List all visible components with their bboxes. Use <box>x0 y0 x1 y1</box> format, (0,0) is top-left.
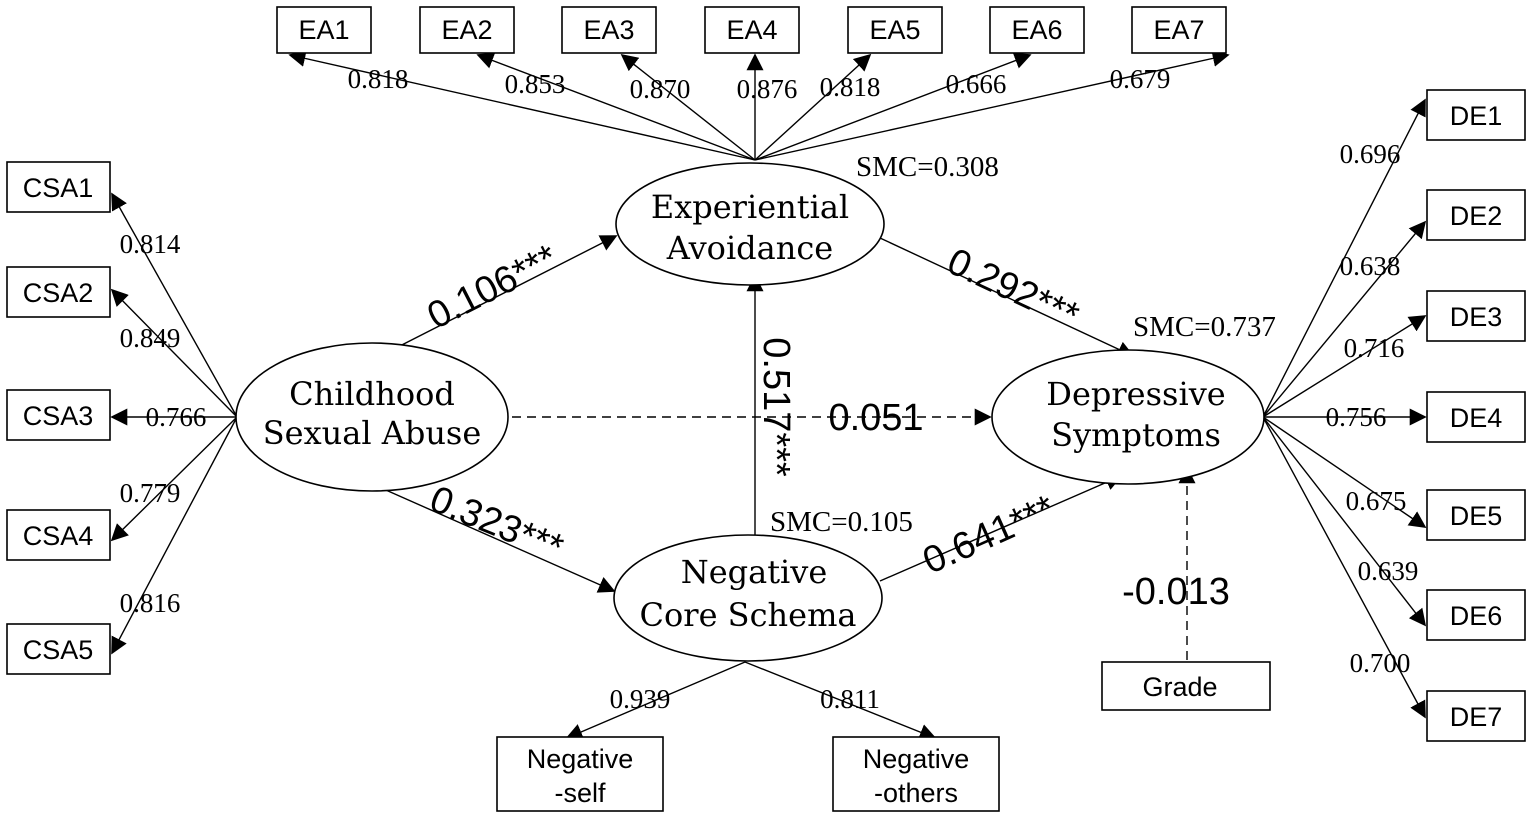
loading-de4: 0.756 <box>1326 402 1387 432</box>
indicator-csa5: CSA5 <box>23 635 94 665</box>
indicator-de6: DE6 <box>1450 601 1503 631</box>
loading-ea7: 0.679 <box>1110 64 1171 94</box>
grade-indicator: Grade <box>1101 661 1271 711</box>
indicator-negative-self-line1: Negative <box>527 744 634 774</box>
latent-ncs-line1: Negative <box>681 553 828 591</box>
indicator-de2: DE2 <box>1450 201 1503 231</box>
ea-indicators: EA1 EA2 EA3 EA4 EA5 EA6 EA7 <box>276 6 1227 54</box>
indicator-negative-others-line2: -others <box>874 778 958 808</box>
indicator-ea1: EA1 <box>298 15 349 45</box>
loading-csa2: 0.849 <box>120 323 181 353</box>
coef-ncs-ds: 0.641*** <box>917 487 1062 582</box>
indicator-negative-self-line2: -self <box>554 778 606 808</box>
loading-ea3: 0.870 <box>630 74 691 104</box>
smc-labels: SMC=0.308 SMC=0.737 SMC=0.105 <box>770 151 1276 538</box>
loading-ea6: 0.666 <box>946 69 1007 99</box>
loading-csa5: 0.816 <box>120 588 181 618</box>
loading-ea2: 0.853 <box>505 69 566 99</box>
smc-ea: SMC=0.308 <box>856 151 999 183</box>
latent-ncs-line2: Core Schema <box>640 596 857 634</box>
loading-csa3: 0.766 <box>146 402 207 432</box>
de-loading-labels: 0.696 0.638 0.716 0.756 0.675 0.639 0.70… <box>1326 139 1419 678</box>
latent-ds-line2: Symptoms <box>1051 416 1221 454</box>
indicator-csa1: CSA1 <box>23 173 94 203</box>
coef-csa-ncs: 0.323*** <box>424 478 569 569</box>
smc-ncs: SMC=0.105 <box>770 506 913 538</box>
loading-csa1: 0.814 <box>120 229 181 259</box>
csa-indicators: CSA1 CSA2 CSA3 CSA4 CSA5 <box>6 161 111 675</box>
latent-csa-line1: Childhood <box>289 375 455 413</box>
ncs-loading-arrows <box>565 661 937 741</box>
structural-paths <box>369 235 1196 660</box>
latent-ncs: Negative Core Schema <box>613 534 883 662</box>
indicator-de5: DE5 <box>1450 501 1503 531</box>
ea-loading-arrows <box>288 50 1230 161</box>
coef-ea-ds: 0.292*** <box>941 241 1085 338</box>
loading-de2: 0.638 <box>1340 251 1401 281</box>
smc-ds: SMC=0.737 <box>1133 311 1276 343</box>
loading-ea4: 0.876 <box>737 74 798 104</box>
indicator-de7: DE7 <box>1450 702 1503 732</box>
indicator-de1: DE1 <box>1450 101 1503 131</box>
latent-csa-line2: Sexual Abuse <box>263 414 482 452</box>
loading-de1: 0.696 <box>1340 139 1401 169</box>
indicator-de3: DE3 <box>1450 302 1503 332</box>
loading-negative-others: 0.811 <box>820 684 880 714</box>
indicator-ea3: EA3 <box>583 15 634 45</box>
indicator-csa2: CSA2 <box>23 278 94 308</box>
coef-grade-ds: -0.013 <box>1122 571 1230 613</box>
latent-ds: Depressive Symptoms <box>991 349 1265 485</box>
loading-de3: 0.716 <box>1344 333 1405 363</box>
indicator-grade: Grade <box>1142 672 1217 702</box>
de-indicators: DE1 DE2 DE3 DE4 DE5 DE6 DE7 <box>1426 89 1526 742</box>
ea-loading-labels: 0.818 0.853 0.870 0.876 0.818 0.666 0.67… <box>348 64 1171 104</box>
latent-ds-line1: Depressive <box>1046 375 1225 413</box>
indicator-ea7: EA7 <box>1153 15 1204 45</box>
coef-ncs-ea: 0.517*** <box>755 337 797 477</box>
indicator-ea6: EA6 <box>1011 15 1062 45</box>
indicator-ea5: EA5 <box>869 15 920 45</box>
loading-negative-self: 0.939 <box>610 684 671 714</box>
indicator-negative-others-line1: Negative <box>863 744 970 774</box>
ncs-loading-labels: 0.939 0.811 <box>610 684 880 714</box>
indicator-ea2: EA2 <box>441 15 492 45</box>
loading-de6: 0.639 <box>1358 556 1419 586</box>
loading-de7: 0.700 <box>1350 648 1411 678</box>
coef-csa-ea: 0.106*** <box>421 237 565 338</box>
indicator-csa3: CSA3 <box>23 401 94 431</box>
latent-csa: Childhood Sexual Abuse <box>235 342 509 492</box>
latent-ea-line1: Experiential <box>651 188 849 226</box>
csa-loading-labels: 0.814 0.849 0.766 0.779 0.816 <box>120 229 207 618</box>
ncs-indicators: Negative -self Negative -others <box>496 736 1000 812</box>
latent-ea-line2: Avoidance <box>666 229 833 267</box>
latent-ea: Experiential Avoidance <box>615 162 885 286</box>
loading-csa4: 0.779 <box>120 478 181 508</box>
indicator-csa4: CSA4 <box>23 521 94 551</box>
loading-ea5: 0.818 <box>820 72 881 102</box>
csa-loading-arrows <box>110 192 238 655</box>
de-loading-arrows <box>1262 98 1427 719</box>
loading-de5: 0.675 <box>1346 486 1407 516</box>
indicator-de4: DE4 <box>1450 403 1503 433</box>
indicator-ea4: EA4 <box>726 15 777 45</box>
loading-ea1: 0.818 <box>348 64 409 94</box>
coef-csa-ds: 0.051 <box>828 397 923 439</box>
